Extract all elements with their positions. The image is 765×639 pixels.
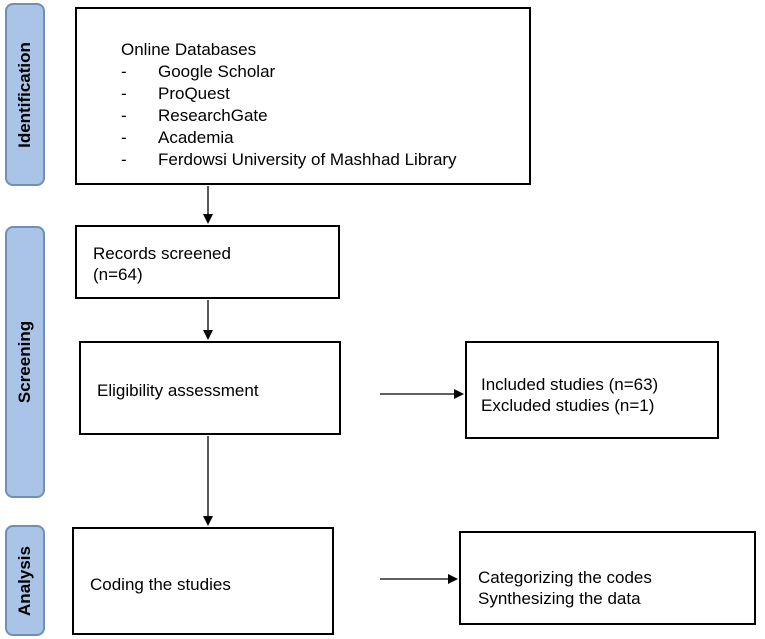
arrow-head-down-icon <box>203 516 213 526</box>
database-item-label: ProQuest <box>158 84 230 103</box>
phase-screening: Screening <box>5 226 45 498</box>
outcome-box: Included studies (n=63) Excluded studies… <box>465 341 719 439</box>
synthesis-content: Categorizing the codes Synthesizing the … <box>478 567 652 609</box>
eligibility-label: Eligibility assessment <box>97 381 259 400</box>
list-dash: - <box>121 84 127 103</box>
outcome-content: Included studies (n=63) Excluded studies… <box>481 374 658 416</box>
database-item-label: ResearchGate <box>158 106 268 125</box>
database-item: - Academia <box>121 127 256 149</box>
phase-analysis: Analysis <box>5 525 45 636</box>
records-screened-count: (n=64) <box>93 265 143 284</box>
arrow-head-down-icon <box>203 330 213 340</box>
list-dash: - <box>121 106 127 125</box>
eligibility-box: Eligibility assessment <box>79 341 341 435</box>
records-screened-box: Records screened (n=64) <box>75 225 340 299</box>
synthesizing-data: Synthesizing the data <box>478 589 641 608</box>
database-item-label: Ferdowsi University of Mashhad Library <box>158 150 457 169</box>
database-item: - Google Scholar <box>121 61 275 83</box>
records-screened-label: Records screened <box>93 244 231 263</box>
excluded-studies: Excluded studies (n=1) <box>481 396 655 415</box>
database-item: - ProQuest <box>121 83 256 105</box>
database-item: - Ferdowsi University of Mashhad Library <box>121 149 457 171</box>
arrow-head-right-icon <box>448 574 458 584</box>
phase-identification: Identification <box>5 3 45 186</box>
coding-box: Coding the studies <box>72 527 334 635</box>
identification-box: Online Databases - Google Scholar - ProQ… <box>75 7 531 185</box>
identification-content: Online Databases - Google Scholar - ProQ… <box>121 39 457 171</box>
categorizing-codes: Categorizing the codes <box>478 568 652 587</box>
arrow-head-down-icon <box>203 214 213 224</box>
included-studies: Included studies (n=63) <box>481 375 659 394</box>
arrow-head-right-icon <box>454 389 464 399</box>
list-dash: - <box>121 150 127 169</box>
list-dash: - <box>121 62 127 81</box>
list-dash: - <box>121 128 127 147</box>
database-item-label: Google Scholar <box>158 62 276 81</box>
records-screened-content: Records screened (n=64) <box>93 243 231 285</box>
databases-heading: Online Databases <box>121 40 257 59</box>
synthesis-box: Categorizing the codes Synthesizing the … <box>459 531 756 625</box>
coding-label: Coding the studies <box>90 575 231 594</box>
database-item: - ResearchGate <box>121 105 268 127</box>
database-item-label: Academia <box>158 128 234 147</box>
